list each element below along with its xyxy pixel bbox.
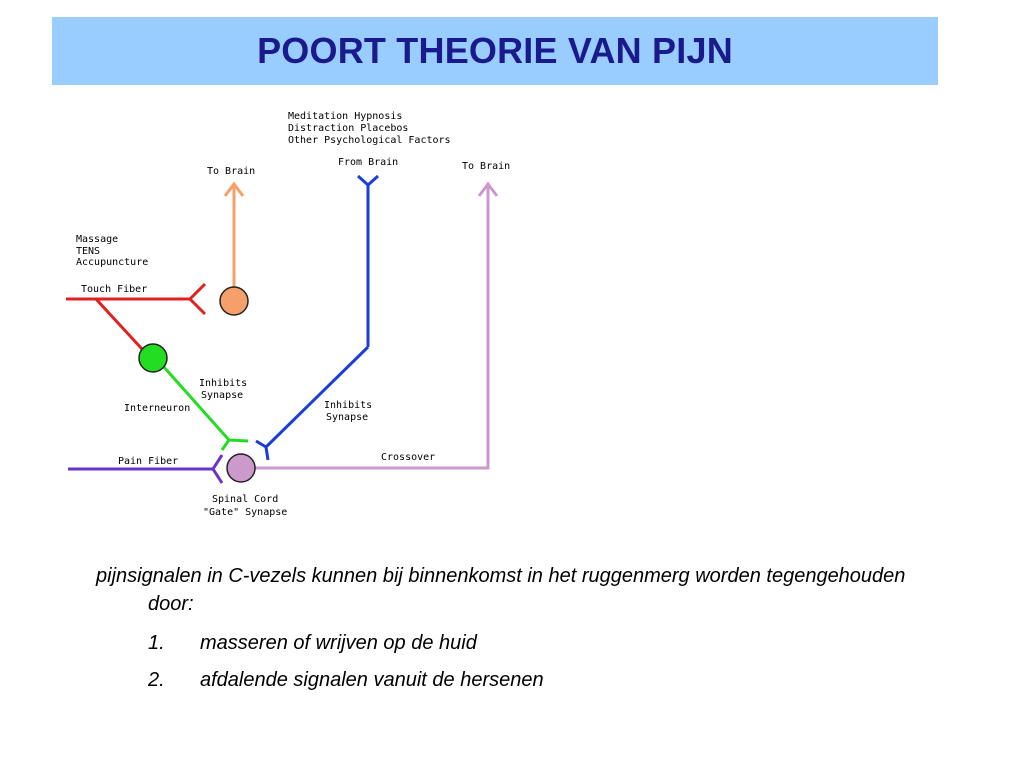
touch-fiber-fork: [187, 282, 207, 316]
spinal-cord-label: Spinal Cord: [212, 494, 278, 505]
body-text: pijnsignalen in C-vezels kunnen bij binn…: [96, 562, 946, 692]
intro-text: pijnsignalen in C-vezels kunnen bij binn…: [96, 565, 906, 615]
crossover-line: [255, 184, 490, 470]
to-brain-right-arrowhead: [477, 181, 499, 197]
list-number: 2.: [148, 669, 165, 691]
list-text: masseren of wrijven op de huid: [200, 632, 477, 654]
interneuron-label: Interneuron: [124, 403, 190, 414]
inhibits-synapse-right-label-1: Inhibits: [324, 400, 372, 411]
interneuron-node: [138, 343, 168, 373]
tens-label: TENS: [76, 246, 100, 257]
gate-synapse-label: "Gate" Synapse: [203, 507, 287, 518]
gate-synapse-node: [226, 453, 256, 483]
inhibits-synapse-left-label-1: Inhibits: [199, 378, 247, 389]
touch-neuron-node: [219, 286, 249, 316]
psych-factors-line2: Distraction Placebos: [288, 123, 408, 134]
descending-diagonal-line: [264, 345, 370, 449]
list-item: 2. afdalende signalen vanuit de hersenen: [96, 669, 946, 692]
inhibits-synapse-right-label-2: Synapse: [326, 412, 368, 423]
to-brain-right-label: To Brain: [462, 161, 510, 172]
pain-fiber-label: Pain Fiber: [118, 456, 178, 467]
pain-fiber-fork: [211, 454, 224, 484]
to-brain-left-arrowhead: [223, 181, 245, 197]
descending-fork: [255, 439, 270, 461]
interneuron-line: [161, 365, 231, 441]
from-brain-label: From Brain: [338, 157, 398, 168]
from-brain-fork: [356, 174, 380, 188]
to-brain-left-label: To Brain: [207, 166, 255, 177]
list-text: afdalende signalen vanuit de hersenen: [200, 669, 544, 691]
massage-label: Massage: [76, 234, 118, 245]
title-bar: POORT THEORIE VAN PIJN: [52, 17, 938, 85]
touch-fiber-label: Touch Fiber: [81, 284, 147, 295]
psych-factors-line3: Other Psychological Factors: [288, 135, 451, 146]
touch-to-interneuron-line: [94, 297, 144, 351]
psych-factors-line1: Meditation Hypnosis: [288, 111, 402, 122]
accupuncture-label: Accupuncture: [76, 257, 148, 268]
page-title: POORT THEORIE VAN PIJN: [257, 30, 733, 71]
interneuron-fork: [220, 438, 249, 451]
list-item: 1. masseren of wrijven op de huid: [96, 632, 946, 655]
inhibits-synapse-left-label-2: Synapse: [201, 390, 243, 401]
list-number: 1.: [148, 632, 165, 654]
crossover-label: Crossover: [381, 452, 435, 463]
